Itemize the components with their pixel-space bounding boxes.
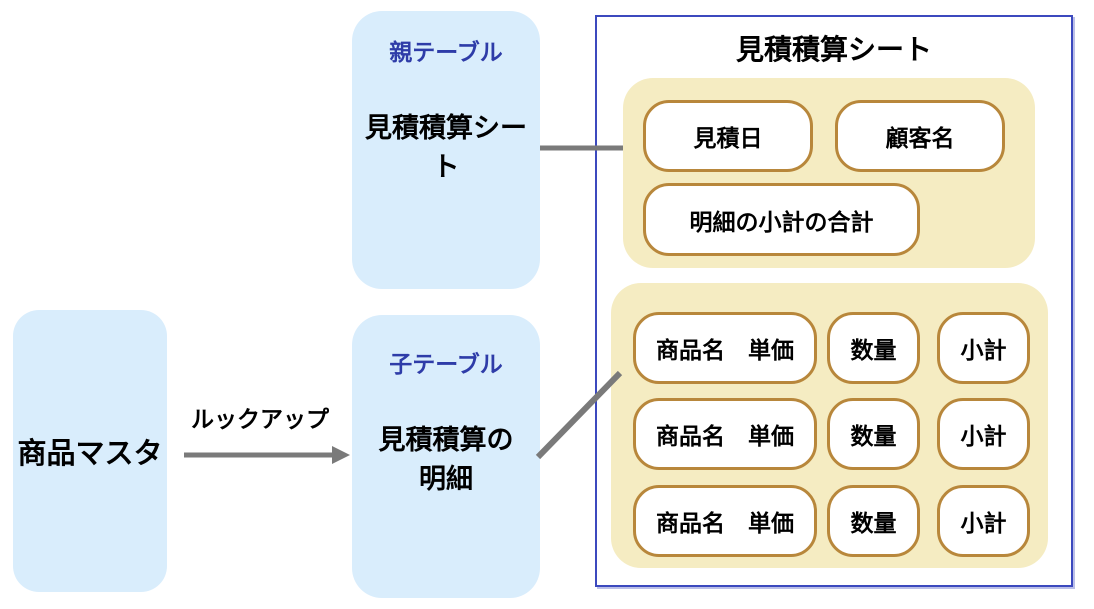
child-table-label: 子テーブル — [389, 351, 503, 377]
field-pill-product-price: 商品名 単価 — [633, 398, 817, 470]
parent-table-name: 見積積算シー ト — [365, 113, 527, 183]
lookup-arrow-label: ルックアップ — [191, 406, 329, 432]
field-pill-subtotal: 小計 — [937, 485, 1030, 557]
field-pill-quantity: 数量 — [827, 398, 920, 470]
field-pill-subtotal: 小計 — [937, 312, 1030, 384]
parent-table-box: 親テーブル 見積積算シー ト — [352, 11, 540, 289]
lookup-arrowhead-icon — [332, 446, 350, 464]
field-pill-detail-subtotal-total: 明細の小計の合計 — [643, 183, 920, 256]
detail-row: 商品名 単価 数量 小計 — [611, 398, 1048, 470]
parent-table-label: 親テーブル — [389, 39, 503, 65]
estimate-sheet-title: 見積積算シート — [735, 34, 932, 65]
field-pill-product-price: 商品名 単価 — [633, 485, 817, 557]
child-table-name: 見積積算の 明細 — [378, 425, 514, 495]
field-pill-product-price: 商品名 単価 — [633, 312, 817, 384]
detail-row: 商品名 単価 数量 小計 — [611, 312, 1048, 384]
field-pill-quantity: 数量 — [827, 312, 920, 384]
sheet-header-panel: 見積日 顧客名 明細の小計の合計 — [623, 78, 1035, 268]
product-master-name: 商品マスタ — [17, 438, 163, 470]
field-pill-customer-name: 顧客名 — [835, 100, 1005, 172]
child-table-box: 子テーブル 見積積算の 明細 — [352, 315, 540, 598]
field-pill-subtotal: 小計 — [937, 398, 1030, 470]
detail-row: 商品名 単価 数量 小計 — [611, 485, 1048, 557]
product-master-box: 商品マスタ — [13, 310, 167, 592]
field-pill-estimate-date: 見積日 — [643, 100, 813, 172]
sheet-detail-panel: 商品名 単価 数量 小計 商品名 単価 数量 小計 商品名 単価 数量 小計 — [611, 283, 1048, 568]
field-pill-quantity: 数量 — [827, 485, 920, 557]
estimate-sheet-box: 見積積算シート 見積日 顧客名 明細の小計の合計 商品名 単価 数量 小計 商品… — [595, 15, 1073, 587]
